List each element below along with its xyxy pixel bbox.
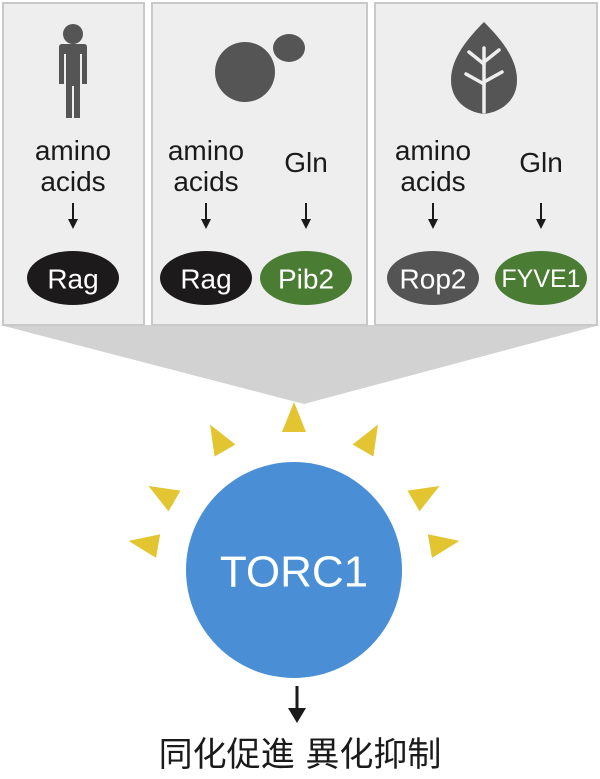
human-icon [59, 24, 87, 118]
input-label: Gln [519, 147, 563, 178]
torc1-circle [186, 462, 402, 678]
input-label: amino [168, 135, 244, 166]
input-label: Gln [284, 147, 328, 178]
convergence-funnel [0, 325, 600, 404]
protein-rag-node [27, 251, 119, 305]
input-label: acids [173, 166, 238, 197]
activation-ray [128, 534, 161, 558]
output-arrow-head [288, 708, 306, 723]
sensor-arrow-head [428, 219, 438, 229]
torc1-label: TORC1 [220, 548, 368, 597]
sensor-arrow-head [201, 219, 211, 229]
input-label: acids [40, 166, 105, 197]
input-label: amino [395, 135, 471, 166]
input-label: amino [35, 135, 111, 166]
yeast-icon [215, 34, 305, 102]
protein-rag-node [160, 251, 252, 305]
activation-ray [427, 534, 460, 558]
activation-ray [352, 424, 378, 457]
activation-ray [210, 424, 236, 457]
activation-rays [128, 402, 460, 558]
activation-ray [407, 486, 440, 512]
sensor-arrow-head [301, 219, 311, 229]
protein-pib2-node [260, 251, 352, 305]
protein-rop2-node [387, 251, 479, 305]
activation-ray [282, 402, 306, 432]
activation-ray [148, 486, 181, 512]
protein-label: Rag [47, 264, 98, 295]
protein-label: Pib2 [278, 264, 334, 295]
protein-fyve1-node [495, 251, 587, 305]
sensor-arrow-head [68, 219, 78, 229]
sensor-arrow-head [536, 219, 546, 229]
plant-leaf-icon [451, 22, 517, 114]
protein-label: Rag [180, 264, 231, 295]
protein-label: Rop2 [400, 264, 467, 295]
outcome-label: 同化促進 異化抑制 [159, 735, 442, 775]
protein-label: FYVE1 [501, 265, 580, 293]
sensor-columns: aminoacidsRagaminoacidsRagGlnPib2aminoac… [27, 135, 587, 305]
input-label: acids [400, 166, 465, 197]
